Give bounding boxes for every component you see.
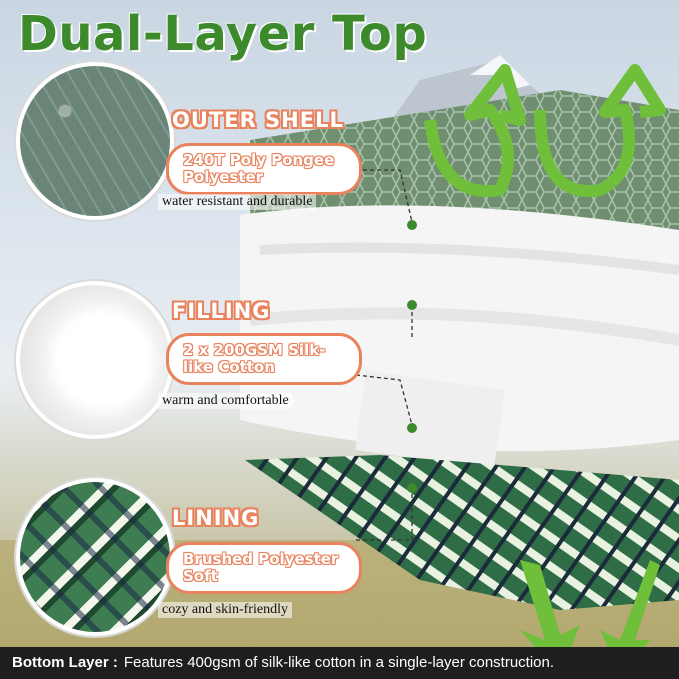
filling-spec: 2 x 200GSM Silk-like Cotton <box>166 333 362 385</box>
lining-layer <box>245 455 679 610</box>
lining-description: cozy and skin-friendly <box>158 602 292 618</box>
arrow-down-icon <box>600 560 660 675</box>
outer-shell-description: water resistant and durable <box>158 194 317 210</box>
filling-swatch <box>16 281 174 439</box>
filling-description: warm and comfortable <box>158 393 293 409</box>
filling-label: FILLING <box>172 299 271 323</box>
outer-shell-swatch <box>16 62 174 220</box>
filling-layer <box>240 205 679 452</box>
footer-key: Bottom Layer : <box>12 654 118 671</box>
lining-swatch <box>16 478 174 636</box>
arrow-up-icon <box>424 64 526 198</box>
outer-shell-spec: 240T Poly Pongee Polyester <box>166 143 362 195</box>
lining-spec: Brushed Polyester Soft <box>166 542 362 594</box>
arrow-down-icon <box>520 560 580 675</box>
page-title: Dual-Layer Top <box>18 6 428 62</box>
footer-text: Features 400gsm of silk-like cotton in a… <box>123 654 555 671</box>
arrow-up-icon <box>534 64 666 197</box>
outer-shell-label: OUTER SHELL <box>172 108 344 132</box>
bottom-layer-footer: Bottom Layer : Features 400gsm of silk-li… <box>0 647 679 679</box>
lining-label: LINING <box>172 506 260 530</box>
mesh-sheet <box>355 370 505 470</box>
